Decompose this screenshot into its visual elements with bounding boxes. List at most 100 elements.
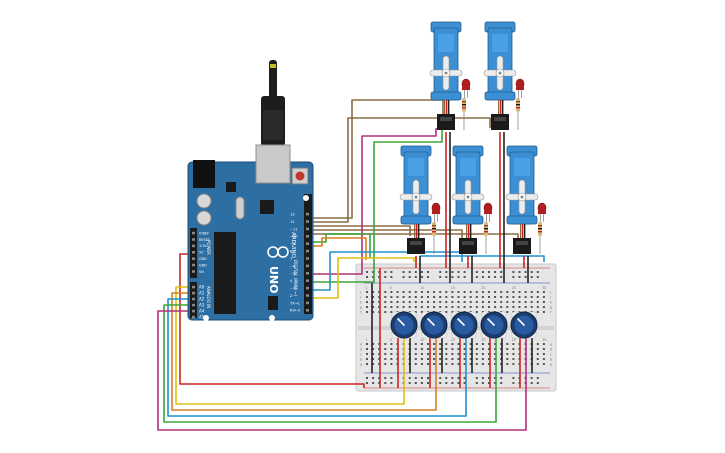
digital-pin-label: ~6 bbox=[290, 264, 296, 268]
breadboard-row-letter: c bbox=[360, 353, 362, 357]
breadboard-column-number: 25 bbox=[512, 338, 516, 342]
breadboard-row-letter: h bbox=[360, 301, 362, 305]
breadboard-column-number: 30 bbox=[542, 338, 546, 342]
breadboard-row-letter: a bbox=[550, 363, 552, 367]
breadboard-row-letter: j bbox=[549, 291, 551, 295]
servo-3[interactable] bbox=[399, 145, 441, 254]
arduino-analog-label: ANALOG IN bbox=[206, 286, 211, 308]
analog-pin-hole[interactable] bbox=[192, 291, 195, 295]
digital-pin-hole[interactable] bbox=[306, 249, 309, 253]
breadboard-column-number: 20 bbox=[481, 286, 485, 290]
wire-orange-mid bbox=[311, 237, 367, 260]
breadboard-column-number: 5 bbox=[390, 286, 392, 290]
analog-pin-hole[interactable] bbox=[192, 285, 195, 289]
potentiometer-3[interactable] bbox=[450, 311, 478, 339]
digital-pin-hole[interactable] bbox=[306, 257, 309, 260]
wire-red-5v bbox=[179, 253, 365, 388]
wire-green-a3 bbox=[163, 304, 497, 423]
wires bbox=[157, 99, 545, 431]
digital-pin-hole[interactable] bbox=[306, 286, 309, 290]
potentiometer-4[interactable] bbox=[480, 311, 508, 339]
potentiometer-5[interactable] bbox=[510, 311, 538, 339]
wire-signal-servo-1 bbox=[311, 99, 444, 219]
power-pin-hole[interactable] bbox=[192, 244, 195, 248]
digital-pin-label: ~11 bbox=[290, 227, 298, 231]
wire-blue-a2 bbox=[167, 298, 467, 417]
power-pin-hole[interactable] bbox=[192, 251, 195, 254]
wire-magenta-a4 bbox=[157, 310, 527, 431]
digital-pin-label: TX→1 bbox=[289, 301, 300, 305]
servo-connector bbox=[459, 238, 477, 254]
digital-pin-label: 8 bbox=[290, 250, 293, 254]
digital-pin-hole[interactable] bbox=[306, 279, 309, 282]
wire-magenta-top bbox=[311, 128, 437, 275]
digital-pin-hole[interactable] bbox=[306, 272, 309, 275]
potentiometer-1[interactable] bbox=[390, 311, 418, 339]
arduino-model-label: UNO bbox=[267, 266, 280, 294]
digital-pin-label: ~10 bbox=[290, 235, 298, 239]
wire-green-top bbox=[311, 130, 443, 283]
analog-pin-hole[interactable] bbox=[192, 315, 195, 319]
breadboard-row-letter: e bbox=[550, 343, 552, 347]
atmega-chip bbox=[214, 232, 236, 314]
digital-pin-hole[interactable] bbox=[306, 301, 309, 305]
digital-pin-hole[interactable] bbox=[306, 212, 309, 216]
power-pin-hole[interactable] bbox=[192, 231, 195, 235]
power-pin-hole[interactable] bbox=[192, 270, 195, 273]
power-pin-label: GND bbox=[199, 257, 207, 261]
analog-pin-hole[interactable] bbox=[192, 297, 195, 301]
wire-yellow-mid bbox=[311, 257, 415, 299]
digital-pin-hole[interactable] bbox=[306, 242, 309, 245]
breadboard-column-number: 15 bbox=[451, 338, 455, 342]
potentiometers bbox=[390, 311, 538, 339]
wire-blue-top bbox=[420, 255, 545, 262]
digital-pin-label: 4 bbox=[290, 279, 293, 283]
digital-pin-hole[interactable] bbox=[306, 294, 309, 297]
digital-pin-hole[interactable] bbox=[306, 220, 309, 223]
analog-pin-hole[interactable] bbox=[192, 303, 195, 307]
digital-pin-hole[interactable] bbox=[306, 264, 309, 268]
breadboard-row-letter: f bbox=[550, 311, 552, 315]
servo-connector bbox=[407, 238, 425, 254]
servo-2[interactable] bbox=[483, 21, 525, 130]
power-jack bbox=[193, 160, 215, 188]
analog-pin-hole[interactable] bbox=[192, 309, 195, 313]
analog-pin-label: A1 bbox=[199, 291, 205, 296]
servo-connector bbox=[491, 114, 509, 130]
arduino-uno: ARDUINO UNO DIGITAL (PWM ~) POWER ANALOG… bbox=[187, 60, 314, 321]
pot-wiring bbox=[397, 338, 533, 388]
breadboard-row-letter: d bbox=[360, 348, 362, 352]
servo-5[interactable] bbox=[505, 145, 547, 254]
servo-1[interactable] bbox=[429, 21, 471, 130]
breadboard-column-number: 1 bbox=[366, 338, 368, 342]
servo-4[interactable] bbox=[451, 145, 493, 254]
digital-pin-label: 7 bbox=[290, 257, 292, 261]
servo-motors bbox=[399, 21, 547, 254]
power-pin-hole[interactable] bbox=[192, 257, 195, 260]
breadboard-row-letter: f bbox=[360, 311, 362, 315]
breadboard-column-number: 20 bbox=[481, 338, 485, 342]
power-pin-hole[interactable] bbox=[192, 263, 195, 267]
breadboard-row-letter: d bbox=[550, 348, 552, 352]
power-pin-hole[interactable] bbox=[192, 238, 195, 241]
power-pin-holes bbox=[192, 231, 195, 319]
usb-port bbox=[255, 144, 291, 184]
breadboard-row-letter: g bbox=[550, 306, 552, 310]
potentiometer-2[interactable] bbox=[420, 311, 448, 339]
digital-pin-hole[interactable] bbox=[306, 309, 309, 312]
breadboard-row-letter: g bbox=[360, 306, 362, 310]
servo-connector bbox=[513, 238, 531, 254]
digital-pin-label: ~5 bbox=[290, 272, 295, 276]
digital-pin-hole[interactable] bbox=[306, 227, 309, 231]
arduino-power-label: POWER bbox=[206, 240, 211, 255]
wire-signal-servo-3 bbox=[311, 225, 411, 236]
breadboard-row-letter: i bbox=[360, 296, 361, 300]
digital-pin-hole[interactable] bbox=[306, 235, 309, 238]
wire-orange-a1 bbox=[171, 292, 437, 411]
digital-pin-label: 12 bbox=[290, 220, 295, 224]
power-pin-label: IOREF bbox=[199, 231, 209, 235]
power-pin-label: 5V bbox=[199, 251, 204, 255]
wire-signal-servo-2 bbox=[311, 117, 491, 223]
